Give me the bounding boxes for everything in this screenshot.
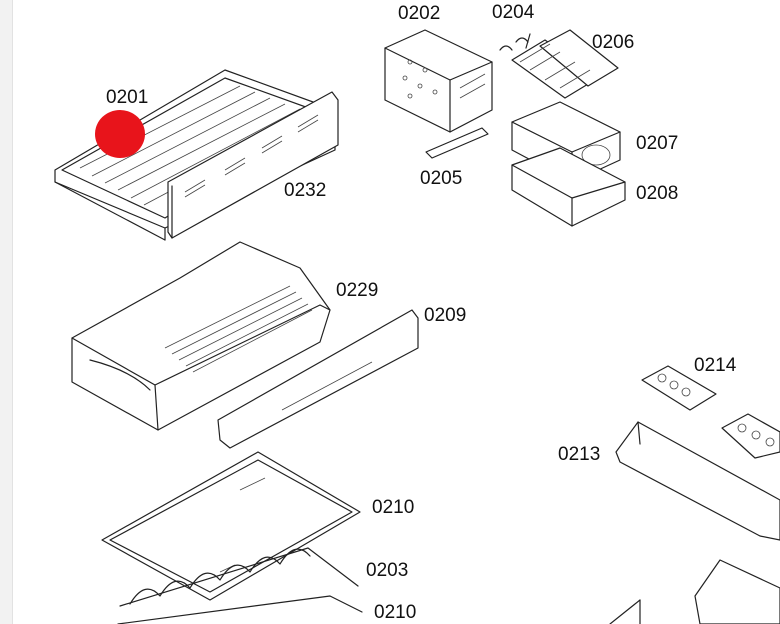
part-0202-box[interactable] <box>384 29 493 133</box>
part-0210-glass-shelf-lower[interactable] <box>117 595 363 624</box>
label-0205: 0205 <box>420 168 463 189</box>
label-0213: 0213 <box>558 444 601 465</box>
label-0208: 0208 <box>636 183 679 204</box>
label-0229: 0229 <box>336 280 379 301</box>
part-0210-glass-shelf-upper[interactable] <box>101 451 361 601</box>
label-0210-upper: 0210 <box>372 497 415 518</box>
part-0213-door-shelf[interactable] <box>615 421 780 541</box>
part-0204-clips[interactable] <box>499 33 531 51</box>
part-0205-strip[interactable] <box>425 127 489 159</box>
label-0232: 0232 <box>284 180 327 201</box>
label-0214: 0214 <box>694 355 737 376</box>
part-0209-drawer-front[interactable] <box>217 309 419 449</box>
label-0209: 0209 <box>424 305 467 326</box>
part-0203-wire-rack[interactable] <box>119 547 359 607</box>
part-bottom-right-bin[interactable] <box>609 559 780 624</box>
red-hotspot-marker[interactable] <box>95 110 145 158</box>
label-0201: 0201 <box>106 87 149 108</box>
label-0202: 0202 <box>398 3 441 24</box>
part-0208-tray[interactable] <box>511 147 626 227</box>
label-0204: 0204 <box>492 2 535 23</box>
part-0214-egg-trays[interactable] <box>641 365 780 459</box>
part-0232-front-panel[interactable] <box>167 91 339 239</box>
part-0229-drawer[interactable] <box>71 241 331 431</box>
label-0210-lower: 0210 <box>374 602 417 623</box>
part-0206-ice-trays[interactable] <box>511 29 619 99</box>
label-0207: 0207 <box>636 133 679 154</box>
page-left-border <box>0 0 13 624</box>
label-0206: 0206 <box>592 32 635 53</box>
label-0203: 0203 <box>366 560 409 581</box>
